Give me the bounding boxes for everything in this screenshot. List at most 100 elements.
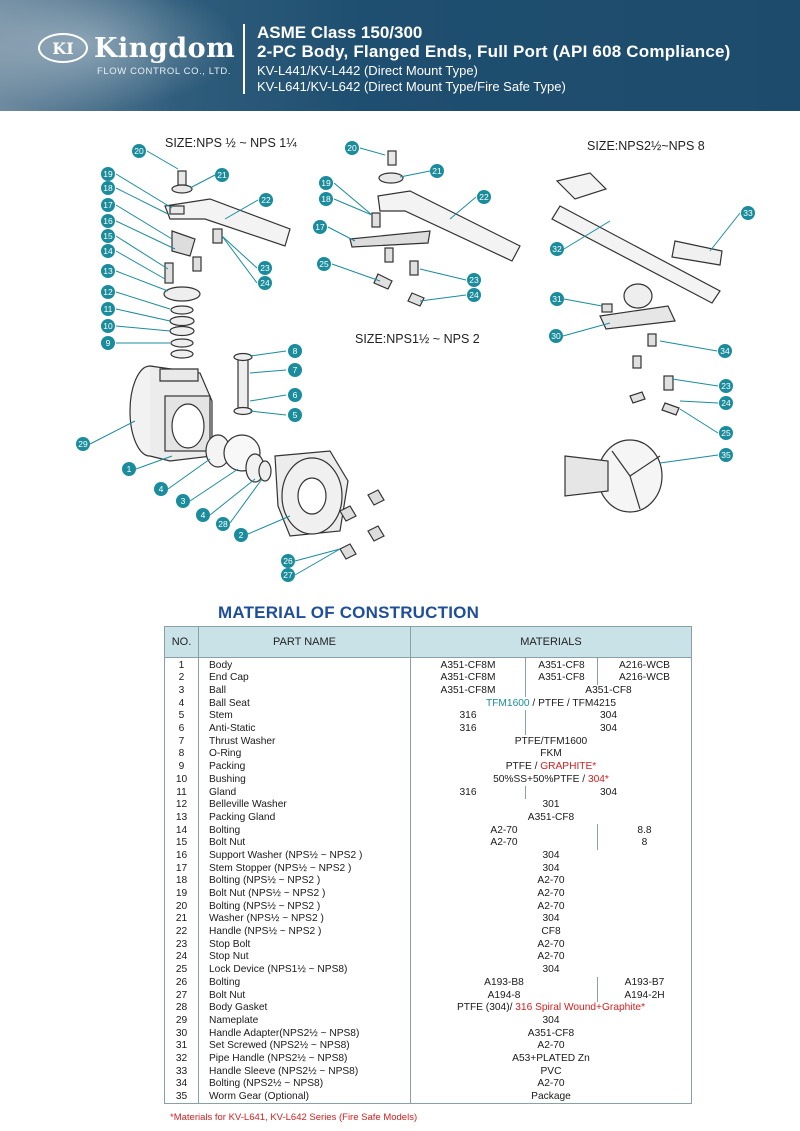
- callout-6: 6: [288, 388, 302, 402]
- svg-text:28: 28: [218, 519, 228, 529]
- header-shine: [0, 0, 240, 111]
- callout-2: 2: [234, 528, 248, 542]
- callout-21: 21: [215, 168, 229, 182]
- svg-text:16: 16: [103, 216, 113, 226]
- header-no: NO.: [164, 626, 199, 658]
- svg-text:22: 22: [261, 195, 271, 205]
- exploded-diagram: SIZE:NPS ½ ~ NPS 1¼ SIZE:NPS1½ ~ NPS 2 S…: [0, 111, 800, 600]
- callout-26: 26: [281, 554, 295, 568]
- callout-24-right: 24: [719, 396, 733, 410]
- callout-17: 17: [101, 198, 115, 212]
- callout-24: 24: [258, 276, 272, 290]
- callout-9: 9: [101, 336, 115, 350]
- svg-text:24: 24: [721, 398, 731, 408]
- callout-12: 12: [101, 285, 115, 299]
- svg-text:5: 5: [293, 410, 298, 420]
- svg-text:25: 25: [319, 259, 329, 269]
- callout-4b: 4: [196, 508, 210, 522]
- svg-text:34: 34: [720, 346, 730, 356]
- callout-13: 13: [101, 264, 115, 278]
- callout-32: 32: [550, 242, 564, 256]
- svg-text:20: 20: [347, 143, 357, 153]
- svg-text:17: 17: [103, 200, 113, 210]
- svg-text:23: 23: [721, 381, 731, 391]
- callout-10: 10: [101, 319, 115, 333]
- svg-text:10: 10: [103, 321, 113, 331]
- svg-text:2: 2: [239, 530, 244, 540]
- callout-3: 3: [176, 494, 190, 508]
- svg-text:19: 19: [103, 169, 113, 179]
- callout-22: 22: [259, 193, 273, 207]
- callout-18-mid: 18: [319, 192, 333, 206]
- header-title-2: 2-PC Body, Flanged Ends, Full Port (API …: [257, 42, 731, 61]
- callout-19: 19: [101, 167, 115, 181]
- callout-15: 15: [101, 229, 115, 243]
- callout-28: 28: [216, 517, 230, 531]
- callout-11: 11: [101, 302, 115, 316]
- svg-text:3: 3: [181, 496, 186, 506]
- svg-text:24: 24: [469, 290, 479, 300]
- svg-text:19: 19: [321, 178, 331, 188]
- callout-7: 7: [288, 363, 302, 377]
- svg-text:18: 18: [103, 183, 113, 193]
- callout-31: 31: [550, 292, 564, 306]
- callout-25-right: 25: [719, 426, 733, 440]
- callout-24-mid: 24: [467, 288, 481, 302]
- svg-text:7: 7: [293, 365, 298, 375]
- svg-text:12: 12: [103, 287, 113, 297]
- svg-text:27: 27: [283, 570, 293, 580]
- svg-text:18: 18: [321, 194, 331, 204]
- svg-text:21: 21: [217, 170, 227, 180]
- svg-text:29: 29: [78, 439, 88, 449]
- svg-text:1: 1: [127, 464, 132, 474]
- svg-text:35: 35: [721, 450, 731, 460]
- svg-text:31: 31: [552, 294, 562, 304]
- fire-safe-footnote: *Materials for KV-L641, KV-L642 Series (…: [170, 1112, 418, 1123]
- svg-text:23: 23: [469, 275, 479, 285]
- header-materials: MATERIALS: [410, 626, 692, 658]
- svg-text:6: 6: [293, 390, 298, 400]
- callout-8: 8: [288, 344, 302, 358]
- size-label-large: SIZE:NPS2½~NPS 8: [587, 139, 705, 153]
- callout-16: 16: [101, 214, 115, 228]
- callout-5: 5: [288, 408, 302, 422]
- callout-34: 34: [718, 344, 732, 358]
- callout-27: 27: [281, 568, 295, 582]
- callout-29: 29: [76, 437, 90, 451]
- callout-23: 23: [258, 261, 272, 275]
- header-part-name: PART NAME: [198, 626, 411, 658]
- callout-14: 14: [101, 244, 115, 258]
- header-title-4: KV-L641/KV-L642 (Direct Mount Type/Fire …: [257, 79, 566, 94]
- diagram-drawing: 20 21 19 18 17 16 15 14 13 12 11 10 9 22…: [76, 141, 755, 582]
- callout-18: 18: [101, 181, 115, 195]
- svg-text:30: 30: [551, 331, 561, 341]
- callout-35: 35: [719, 448, 733, 462]
- header-title-3: KV-L441/KV-L442 (Direct Mount Type): [257, 63, 478, 78]
- svg-text:4: 4: [201, 510, 206, 520]
- svg-text:4: 4: [159, 484, 164, 494]
- callout-21-mid: 21: [430, 164, 444, 178]
- callout-23-mid: 23: [467, 273, 481, 287]
- svg-text:21: 21: [432, 166, 442, 176]
